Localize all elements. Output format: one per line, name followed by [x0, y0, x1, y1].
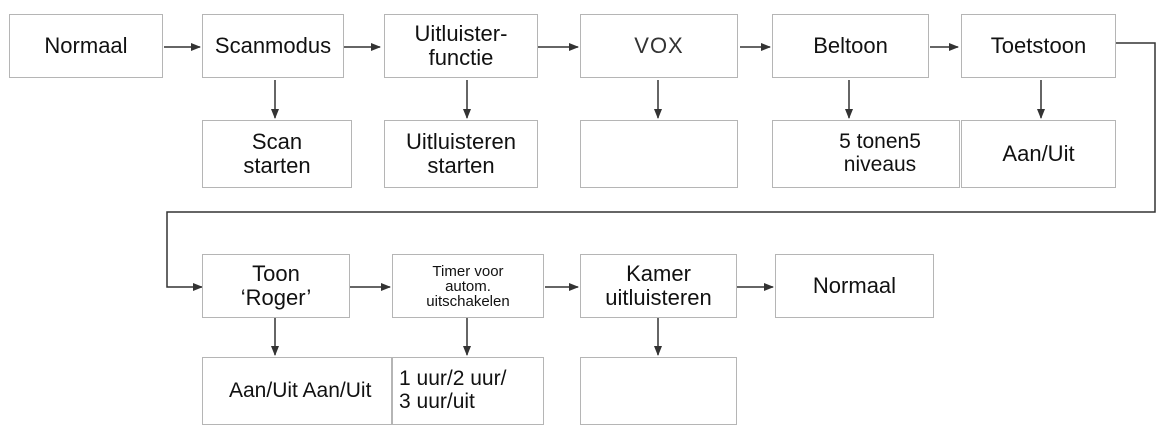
node-beltoon-sub-label: 5 tonen5 niveaus: [839, 130, 921, 176]
node-uitluisteren-starten: Uitluisteren starten: [384, 120, 538, 188]
node-roger-sub: Aan/Uit Aan/Uit: [202, 357, 392, 425]
node-roger-sub-label: Aan/Uit Aan/Uit: [229, 378, 372, 402]
node-timer-sub: 1 uur/2 uur/ 3 uur/uit: [392, 357, 544, 425]
node-scanmodus-label: Scanmodus: [214, 33, 332, 59]
node-scan-starten: Scan starten: [202, 120, 352, 188]
node-vox: VOX: [580, 14, 738, 78]
node-toetstoon-sub-label: Aan/Uit: [1002, 141, 1075, 167]
node-beltoon: Beltoon: [772, 14, 929, 78]
node-toetstoon-label: Toetstoon: [990, 33, 1087, 59]
node-toetstoon-sub: Aan/Uit: [961, 120, 1116, 188]
node-beltoon-sub: 5 tonen5 niveaus: [772, 120, 960, 188]
node-beltoon-label: Beltoon: [813, 33, 888, 59]
node-toetstoon: Toetstoon: [961, 14, 1116, 78]
node-scan-starten-label: Scan starten: [243, 129, 311, 178]
node-kamer-uitluisteren-label: Kamer uitluisteren: [605, 261, 712, 310]
node-kamer-sub: [580, 357, 737, 425]
node-toon-roger-label: Toon ‘Roger’: [240, 261, 312, 310]
node-uitluisterfunctie: Uitluister- functie: [384, 14, 538, 78]
node-kamer-uitluisteren: Kamer uitluisteren: [580, 254, 737, 318]
node-timer-sub-label: 1 uur/2 uur/ 3 uur/uit: [399, 367, 507, 413]
node-normaal: Normaal: [9, 14, 163, 78]
node-toon-roger: Toon ‘Roger’: [202, 254, 350, 318]
node-uitluisteren-starten-label: Uitluisteren starten: [405, 129, 517, 178]
node-normaal-end-label: Normaal: [812, 273, 897, 299]
node-timer: Timer voor autom. uitschakelen: [392, 254, 544, 318]
node-normaal-end: Normaal: [775, 254, 934, 318]
node-timer-label: Timer voor autom. uitschakelen: [426, 262, 510, 310]
node-vox-label: VOX: [634, 33, 684, 59]
node-vox-sub: [580, 120, 738, 188]
node-uitluisterfunctie-label: Uitluister- functie: [414, 21, 508, 70]
node-normaal-label: Normaal: [44, 33, 128, 59]
node-scanmodus: Scanmodus: [202, 14, 344, 78]
wrap-connector: [166, 42, 1156, 291]
